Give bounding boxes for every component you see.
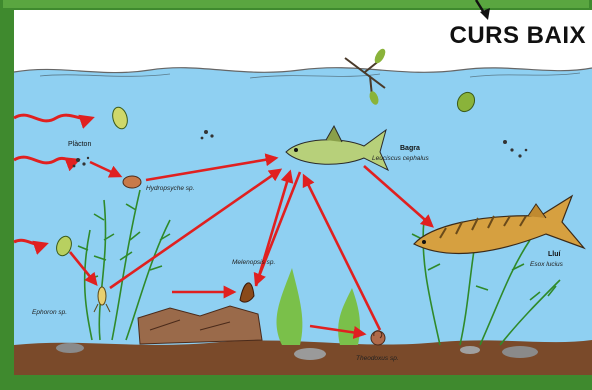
label-malenopsis: Melenopsis sp. <box>232 259 276 266</box>
label-placton: Plàcton <box>68 141 91 148</box>
label-ephemera: Ephoron sp. <box>32 309 67 316</box>
page-title: CURS BAIX <box>449 22 586 50</box>
label-lucius-sci: Esox lucius <box>530 261 564 268</box>
label-theodoxus: Theodoxus sp. <box>356 355 399 362</box>
label-hydropsyche: Hydropsyche sp. <box>146 185 195 192</box>
label-lucius: Lluí <box>548 251 561 258</box>
label-bagra: Bagra <box>400 145 420 152</box>
label-bagra-sci: Leuciscus cephalus <box>372 155 429 162</box>
theodoxus-snail-icon <box>371 331 385 345</box>
hydropsyche-larva-icon <box>123 176 141 188</box>
